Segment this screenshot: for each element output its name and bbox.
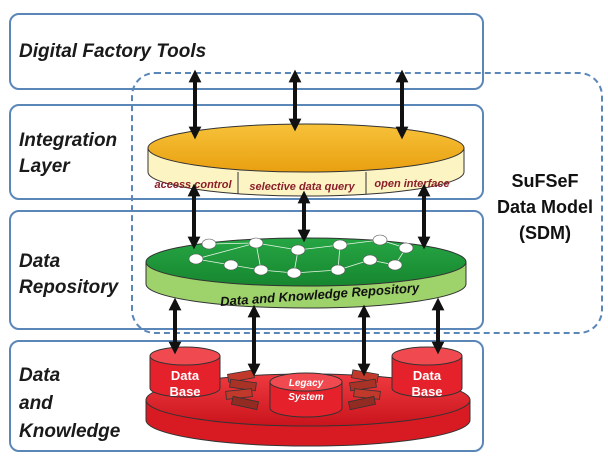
svg-text:Data: Data: [413, 368, 442, 383]
database-cylinder-left: Data Base: [149, 346, 221, 399]
layer-title-data-repository: Data Repository: [19, 251, 119, 298]
svg-text:System: System: [288, 392, 324, 403]
svg-text:Base: Base: [169, 384, 200, 399]
legacy-system-cylinder: Legacy System: [269, 372, 343, 418]
integration-disc: access control selective data query open…: [147, 123, 465, 197]
database-cylinder-right: Data Base: [391, 346, 463, 399]
svg-text:Legacy: Legacy: [289, 378, 324, 389]
repository-disc: Data and Knowledge Repository: [145, 234, 467, 309]
svg-text:Base: Base: [411, 384, 442, 399]
svg-text:Data: Data: [171, 368, 200, 383]
connection-arrows: [168, 69, 445, 377]
file-stack-icon: [225, 369, 260, 411]
sdm-label: SuFSeF Data Model (SDM): [496, 171, 593, 243]
knowledge-graph-nodes: [188, 234, 414, 279]
layer-title-digital-factory-tools: Digital Factory Tools: [19, 41, 207, 62]
knowledge-disc: Data Base Legacy System Data Base: [145, 346, 471, 447]
segment-selective-data-query: selective data query: [249, 181, 355, 193]
segment-open-interface: open interface: [374, 178, 449, 190]
layer-title-data-and-knowledge: Data and Knowledge: [19, 365, 121, 442]
integration-top: [147, 123, 465, 173]
segment-access-control: access control: [154, 179, 232, 191]
layer-title-integration: Integration Layer: [19, 130, 118, 177]
layer-digital-factory-tools: Digital Factory Tools: [9, 13, 484, 90]
